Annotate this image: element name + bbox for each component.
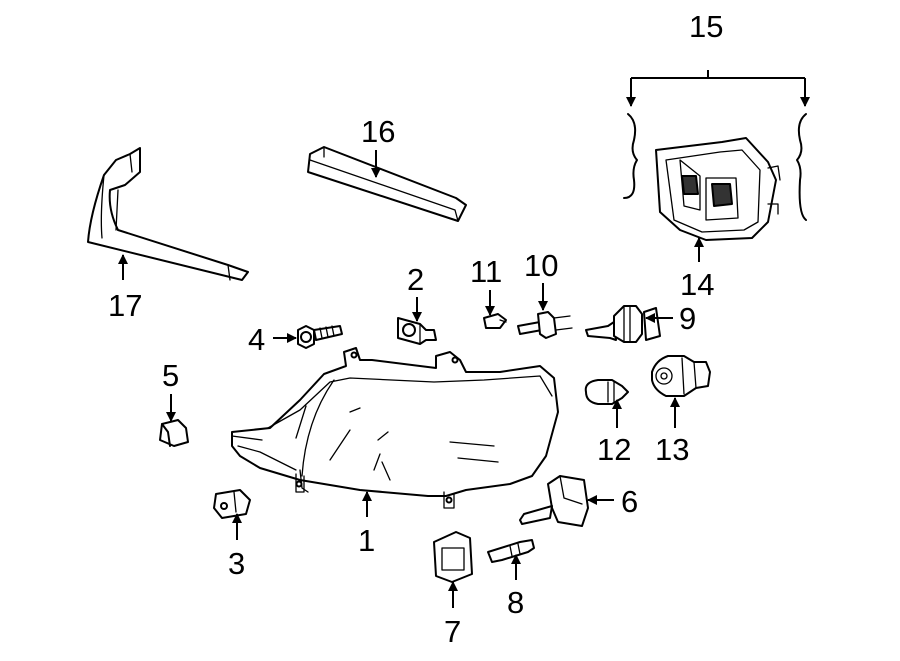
callout-2: 2 <box>407 262 424 297</box>
callout-10: 10 <box>524 248 558 283</box>
part-3-clip <box>213 489 251 519</box>
callout-1: 1 <box>358 523 375 558</box>
part-9-bulb <box>585 305 661 343</box>
callout-3: 3 <box>228 546 245 581</box>
part-16-filler-strip <box>307 146 467 222</box>
callout-8: 8 <box>507 585 524 620</box>
callout-17: 17 <box>108 288 142 323</box>
callout-15: 15 <box>689 9 723 44</box>
part-11-bulb <box>483 313 507 329</box>
part-15-bracket <box>623 70 810 221</box>
part-12-bulb <box>584 379 629 405</box>
callout-12: 12 <box>597 432 631 467</box>
callout-9: 9 <box>679 301 696 336</box>
part-4-bolt <box>297 325 343 349</box>
part-7-connector <box>433 531 473 583</box>
part-10-bulb <box>517 311 573 339</box>
callout-4: 4 <box>248 322 265 357</box>
part-6-motor <box>519 475 589 527</box>
part-8-socket <box>487 539 535 563</box>
callout-14: 14 <box>680 267 714 302</box>
part-5-clip <box>159 419 189 447</box>
part-1-headlamp <box>231 347 559 509</box>
part-14-housing <box>655 137 781 241</box>
callout-11: 11 <box>470 254 502 289</box>
part-17-trim <box>87 147 249 281</box>
part-2-bracket <box>397 317 437 345</box>
callout-5: 5 <box>162 358 179 393</box>
part-13-socket <box>651 355 711 397</box>
leader-lines <box>118 150 704 608</box>
callout-6: 6 <box>621 484 638 519</box>
callout-13: 13 <box>655 432 689 467</box>
callout-7: 7 <box>444 614 461 649</box>
callout-16: 16 <box>361 114 395 149</box>
